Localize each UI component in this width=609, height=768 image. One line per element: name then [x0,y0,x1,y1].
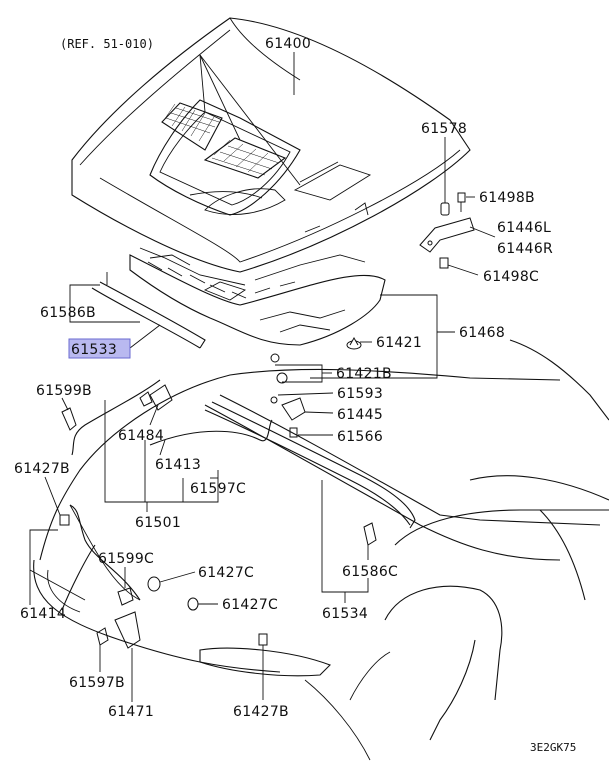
label-61484[interactable]: 61484 [118,428,164,444]
label-61566[interactable]: 61566 [337,429,383,445]
label-61578[interactable]: 61578 [421,121,467,137]
label-61471[interactable]: 61471 [108,704,154,720]
hood-lock-61471 [96,611,141,649]
seal-61586c [363,522,377,546]
label-61421[interactable]: 61421 [376,335,422,351]
label-61427b-bottom[interactable]: 61427B [233,704,289,720]
label-61498c[interactable]: 61498C [483,269,539,285]
stay-holder-61427b-top [59,514,70,526]
hood-hinge-61446 [419,217,475,253]
front-seal-strip [204,401,416,529]
hood-insulator [129,247,386,346]
clip-61599c [117,587,134,606]
part-highlight-61533 [68,338,131,359]
label-61597c[interactable]: 61597C [190,481,246,497]
hood-mesh-left [161,102,223,151]
hood-bumper-61578 [440,202,450,216]
leader-lines [29,52,496,702]
label-61468[interactable]: 61468 [459,325,505,341]
label-61446r[interactable]: 61446R [497,241,553,257]
diagram-code: 3E2GK75 [530,741,576,754]
bolt-61498b [457,192,466,212]
label-61593[interactable]: 61593 [337,386,383,402]
label-61599b[interactable]: 61599B [36,383,92,399]
label-61427c-2[interactable]: 61427C [222,597,278,613]
label-61501[interactable]: 61501 [135,515,181,531]
label-61413[interactable]: 61413 [155,457,201,473]
label-61586c[interactable]: 61586C [342,564,398,580]
label-61414[interactable]: 61414 [20,606,66,622]
label-61534[interactable]: 61534 [322,606,368,622]
label-61533[interactable]: 61533 [71,342,117,358]
release-cable [61,379,273,611]
clip-61421b [270,353,288,384]
bumper-61427c [147,576,199,611]
bolt-61498c [439,257,449,269]
ref-note: (REF. 51-010) [60,37,154,51]
car-body [33,339,609,761]
label-61445[interactable]: 61445 [337,407,383,423]
hood-weatherstrip [91,281,206,349]
label-61498b[interactable]: 61498B [479,190,535,206]
hood-panel [71,17,471,273]
label-61597b[interactable]: 61597B [69,675,125,691]
label-61421b[interactable]: 61421B [336,366,392,382]
hood-mesh-right [203,137,287,179]
clip-61421 [346,336,362,350]
label-61400[interactable]: 61400 [265,36,311,52]
clip-61599b [61,407,77,431]
label-61427c-1[interactable]: 61427C [198,565,254,581]
bolt-61566 [289,427,298,438]
latch-61445 [270,396,306,421]
hood-stay-61484 [139,384,173,411]
bumper-61427b-bottom [258,633,268,646]
label-61586b[interactable]: 61586B [40,305,96,321]
label-61599c[interactable]: 61599C [98,551,154,567]
label-61427b-top[interactable]: 61427B [14,461,70,477]
label-61446l[interactable]: 61446L [497,220,551,236]
